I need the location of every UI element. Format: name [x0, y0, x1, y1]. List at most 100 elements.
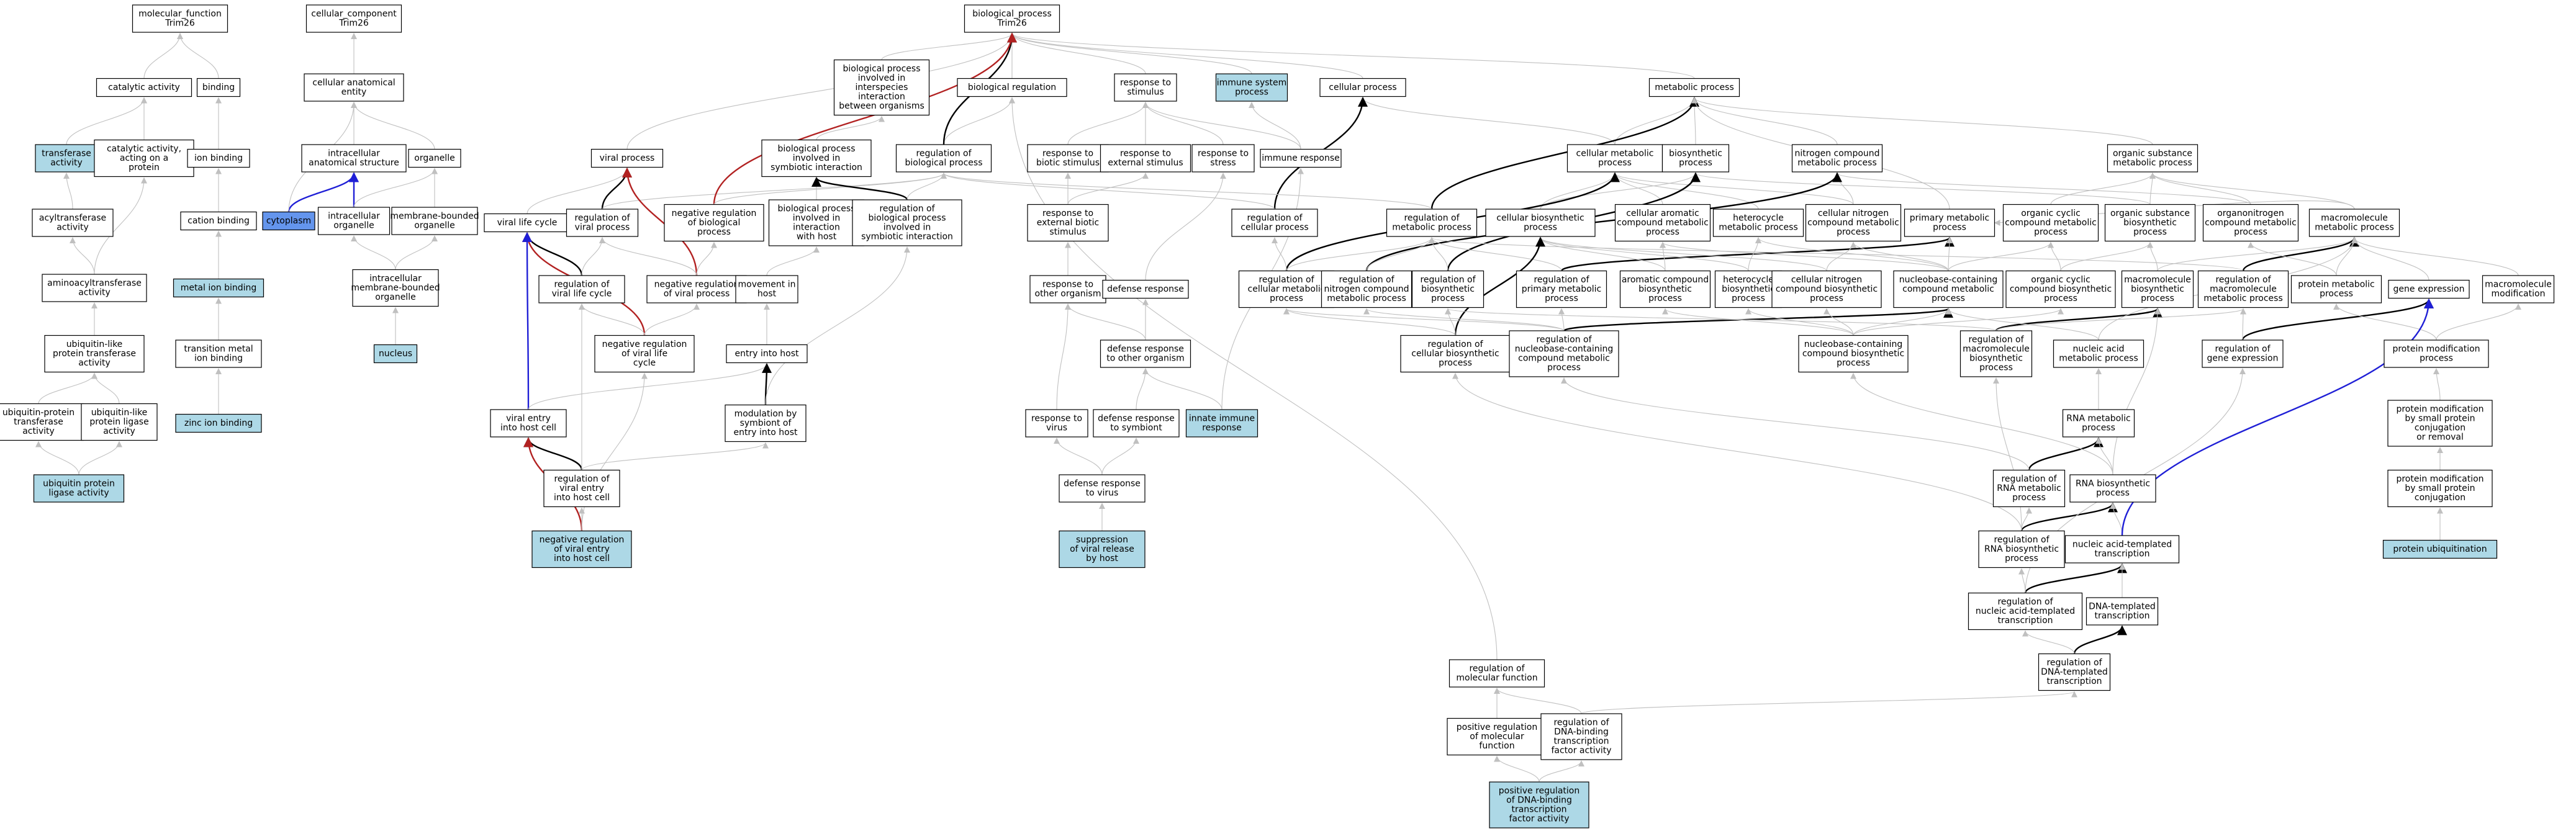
go-term-defense-response[interactable]: defense response [1102, 279, 1189, 299]
go-term-regulation-of-macromolecule-biosynthetic-process[interactable]: regulation ofmacromoleculebiosyntheticpr… [1959, 330, 2033, 377]
go-term-cytoplasm[interactable]: cytoplasm [262, 211, 315, 231]
go-term-metal-ion-binding[interactable]: metal ion binding [173, 278, 264, 298]
go-term-biological-regulation[interactable]: biological regulation [957, 78, 1067, 97]
go-term-immune-response[interactable]: immune response [1260, 148, 1342, 168]
go-term-catalytic-activity[interactable]: catalytic activity [96, 78, 192, 97]
go-term-organelle[interactable]: organelle [408, 148, 461, 168]
go-term-zinc-ion-binding[interactable]: zinc ion binding [175, 413, 262, 433]
go-term-viral-life-cycle[interactable]: viral life cycle [484, 213, 571, 233]
go-term-regulation-of-nucleobase-containing-compound-metabolic-process[interactable]: regulation ofnucleobase-containingcompou… [1509, 330, 1619, 377]
go-term-protein-ubiquitination[interactable]: protein ubiquitination [2382, 539, 2498, 559]
go-term-regulation-of-dna-binding-tf-activity[interactable]: regulation ofDNA-bindingtranscriptionfac… [1540, 713, 1622, 760]
go-term-cellular-process[interactable]: cellular process [1319, 78, 1406, 97]
go-term-gene-expression[interactable]: gene expression [2388, 279, 2470, 299]
go-term-entry-into-host[interactable]: entry into host [726, 344, 808, 364]
go-term-viral-process[interactable]: viral process [590, 148, 664, 168]
